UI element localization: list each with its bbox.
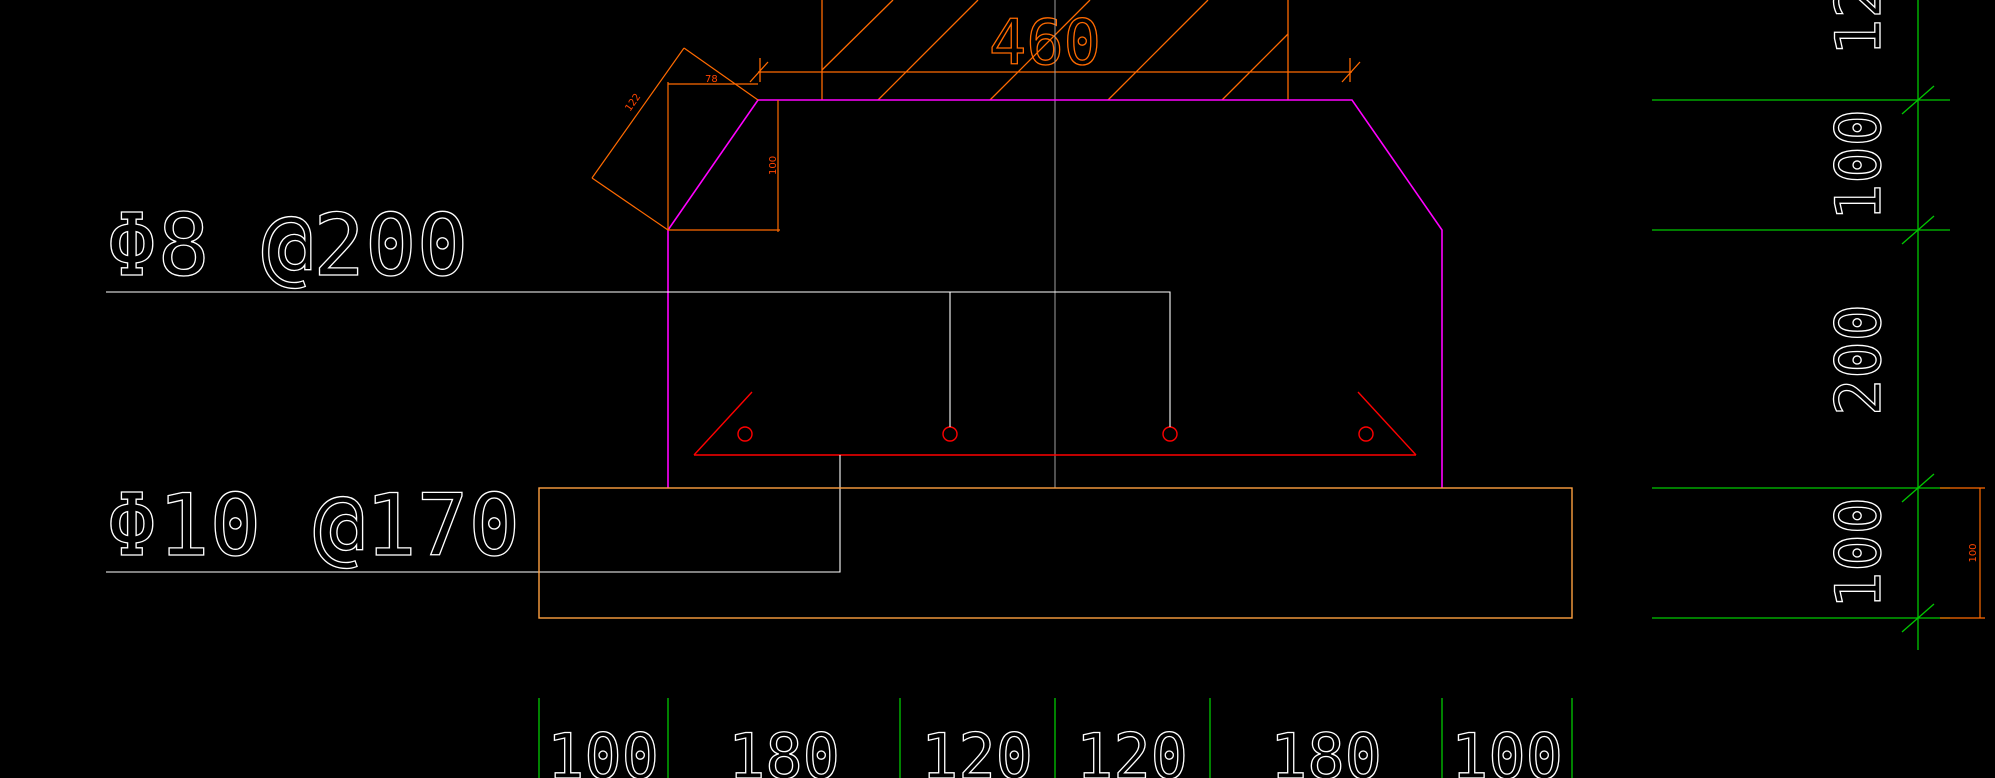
rebar-label-upper: Φ8 @200 bbox=[106, 196, 468, 296]
rebar-bar-1 bbox=[737, 426, 753, 442]
bottom-dimension-4: 120 bbox=[1076, 720, 1188, 778]
haunch-dimensions bbox=[591, 47, 780, 232]
right-small-dimension-text: 100 bbox=[1968, 543, 1979, 562]
right-dimension-1: 120 bbox=[1822, 0, 1895, 56]
beam-section-outline bbox=[667, 99, 1443, 488]
foundation-pad bbox=[538, 487, 1573, 619]
haunch-horizontal-text: 78 bbox=[705, 74, 718, 85]
right-small-dimension bbox=[1940, 487, 1985, 619]
right-dimension-3: 200 bbox=[1822, 304, 1895, 416]
rebar-label-lower: Φ10 @170 bbox=[106, 476, 520, 576]
haunch-vertical-text: 100 bbox=[768, 156, 779, 175]
top-dimension-text: 460 bbox=[989, 6, 1101, 79]
right-dimension-4: 100 bbox=[1822, 497, 1895, 609]
bottom-dimension-ticks bbox=[538, 698, 1573, 778]
right-dimension-chain bbox=[1652, 0, 1950, 650]
leader-lines bbox=[106, 291, 1171, 573]
bottom-dimension-6: 100 bbox=[1451, 720, 1563, 778]
bottom-dimension-3: 120 bbox=[921, 720, 1033, 778]
rebar-bar-2 bbox=[942, 426, 958, 442]
rebar-bar-4 bbox=[1358, 426, 1374, 442]
bottom-dimension-texts: 100 180 120 120 180 100 bbox=[546, 719, 1563, 778]
bottom-dimension-1: 100 bbox=[547, 720, 659, 778]
right-dimension-texts: 120 100 200 100 bbox=[1821, 0, 1895, 610]
rebar-bar-3 bbox=[1162, 426, 1178, 442]
bottom-dimension-2: 180 bbox=[728, 720, 840, 778]
rebar-group bbox=[693, 391, 1417, 456]
right-dimension-2: 100 bbox=[1822, 109, 1895, 221]
bottom-dimension-5: 180 bbox=[1270, 720, 1382, 778]
column-hatch bbox=[821, 0, 1289, 101]
